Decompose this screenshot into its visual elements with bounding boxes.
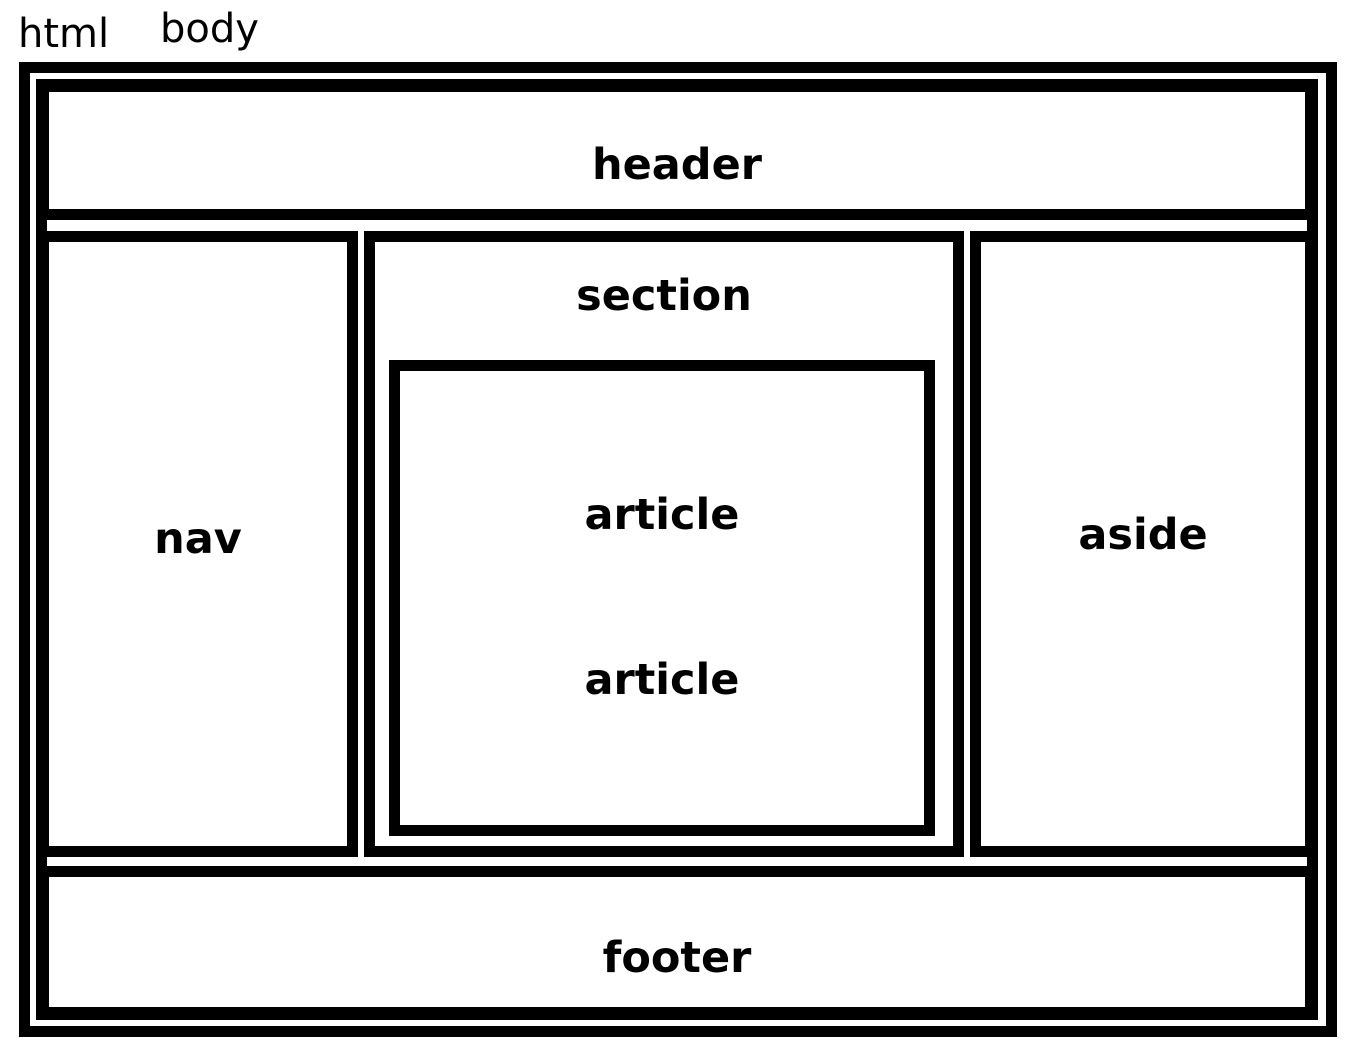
aside-box: aside [970, 231, 1316, 857]
html-label: html [18, 11, 110, 57]
footer-label: footer [602, 933, 752, 983]
article-box: article article [389, 360, 935, 836]
article-label-2: article [584, 655, 740, 705]
aside-label: aside [1078, 510, 1208, 560]
header-box: header [38, 81, 1316, 220]
header-label: header [592, 140, 762, 190]
article-label: article [584, 490, 740, 540]
nav-label: nav [154, 514, 242, 564]
body-label: body [160, 6, 259, 52]
nav-box: nav [38, 231, 358, 857]
section-label: section [576, 271, 752, 321]
footer-box: footer [38, 866, 1316, 1018]
